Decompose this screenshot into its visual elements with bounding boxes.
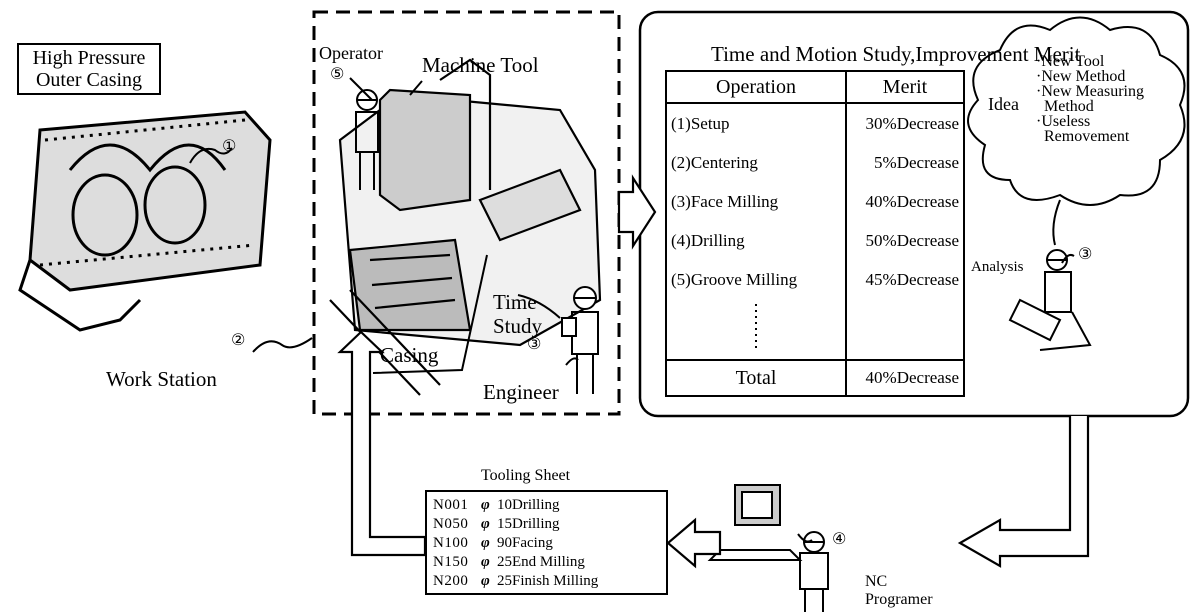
- casing-label: Casing: [380, 345, 438, 366]
- marker-3-engineer: ③: [527, 336, 541, 352]
- tooling-op: 90Facing: [497, 535, 553, 552]
- idea-item: ·Useless: [1036, 114, 1144, 129]
- row-merit: 40%Decrease: [846, 182, 964, 221]
- idea-list: ·New Tool ·New Method ·New Measuring Met…: [1036, 54, 1144, 144]
- ellipsis-cell: [666, 299, 846, 360]
- row-merit: 45%Decrease: [846, 260, 964, 299]
- marker-2: ②: [231, 332, 245, 348]
- phi-symbol: φ: [481, 573, 497, 590]
- header-merit: Merit: [846, 71, 964, 103]
- idea-label: Idea: [988, 95, 1019, 113]
- table-row: (2)Centering 5%Decrease: [666, 143, 964, 182]
- tooling-row: N100 φ 90Facing: [433, 534, 662, 553]
- marker-4: ④: [832, 531, 846, 547]
- casing-title-line2: Outer Casing: [25, 69, 153, 91]
- row-op: (3)Face Milling: [666, 182, 846, 221]
- table-row: (5)Groove Milling 45%Decrease: [666, 260, 964, 299]
- idea-item: Method: [1036, 99, 1144, 114]
- ellipsis-cell-blank: [846, 299, 964, 360]
- idea-item: ·New Method: [1036, 69, 1144, 84]
- merit-table: Operation Merit (1)Setup 30%Decrease (2)…: [665, 70, 965, 397]
- idea-item: ·New Tool: [1036, 54, 1144, 69]
- table-row: (1)Setup 30%Decrease: [666, 103, 964, 143]
- machine-tool-label: Machine Tool: [422, 55, 539, 76]
- phi-symbol: φ: [481, 497, 497, 514]
- table-row: (4)Drilling 50%Decrease: [666, 221, 964, 260]
- programmer-figure: [710, 485, 828, 612]
- total-label: Total: [666, 360, 846, 396]
- nc-label: NC: [865, 574, 887, 590]
- tooling-op: 15Drilling: [497, 516, 560, 533]
- phi-symbol: φ: [481, 554, 497, 571]
- operator-label: Operator: [319, 44, 383, 62]
- marker-1: ①: [222, 138, 236, 154]
- casing-title-box: High Pressure Outer Casing: [17, 43, 161, 95]
- marker-5: ⑤: [330, 66, 344, 82]
- tooling-row: N150 φ 25End Milling: [433, 553, 662, 572]
- row-op: (2)Centering: [666, 143, 846, 182]
- vertical-ellipsis-icon: [753, 304, 759, 350]
- table-row: (3)Face Milling 40%Decrease: [666, 182, 964, 221]
- tooling-code: N050: [433, 516, 481, 533]
- row-merit: 30%Decrease: [846, 103, 964, 143]
- tooling-code: N100: [433, 535, 481, 552]
- programer-label: Programer: [865, 592, 933, 608]
- engineer-label: Engineer: [483, 382, 559, 403]
- header-operation: Operation: [666, 71, 846, 103]
- tooling-code: N001: [433, 497, 481, 514]
- row-op: (4)Drilling: [666, 221, 846, 260]
- row-op: (1)Setup: [666, 103, 846, 143]
- tooling-sheet: N001 φ 10Drilling N050 φ 15Drilling N100…: [425, 490, 668, 595]
- row-op: (5)Groove Milling: [666, 260, 846, 299]
- tooling-op: 25End Milling: [497, 554, 585, 571]
- work-station-label: Work Station: [106, 369, 217, 390]
- merit-header-row: Operation Merit: [666, 71, 964, 103]
- table-row-ellipsis: [666, 299, 964, 360]
- phi-symbol: φ: [481, 516, 497, 533]
- idea-item: Removement: [1036, 129, 1144, 144]
- analysis-label: Analysis: [971, 260, 1024, 275]
- row-merit: 50%Decrease: [846, 221, 964, 260]
- tooling-row: N050 φ 15Drilling: [433, 515, 662, 534]
- tooling-code: N150: [433, 554, 481, 571]
- tooling-op: 25Finish Milling: [497, 573, 598, 590]
- tooling-row: N200 φ 25Finish Milling: [433, 572, 662, 591]
- phi-symbol: φ: [481, 535, 497, 552]
- total-merit: 40%Decrease: [846, 360, 964, 396]
- row-merit: 5%Decrease: [846, 143, 964, 182]
- tooling-op: 10Drilling: [497, 497, 560, 514]
- study-title: Time and Motion Study,Improvement Merit: [711, 44, 1080, 65]
- casing-title-line1: High Pressure: [25, 47, 153, 69]
- tooling-row: N001 φ 10Drilling: [433, 496, 662, 515]
- tooling-code: N200: [433, 573, 481, 590]
- table-row-total: Total 40%Decrease: [666, 360, 964, 396]
- marker-3-analysis: ③: [1078, 246, 1092, 262]
- idea-item: ·New Measuring: [1036, 84, 1144, 99]
- tooling-sheet-title: Tooling Sheet: [481, 468, 570, 484]
- time-label: Time: [493, 292, 537, 313]
